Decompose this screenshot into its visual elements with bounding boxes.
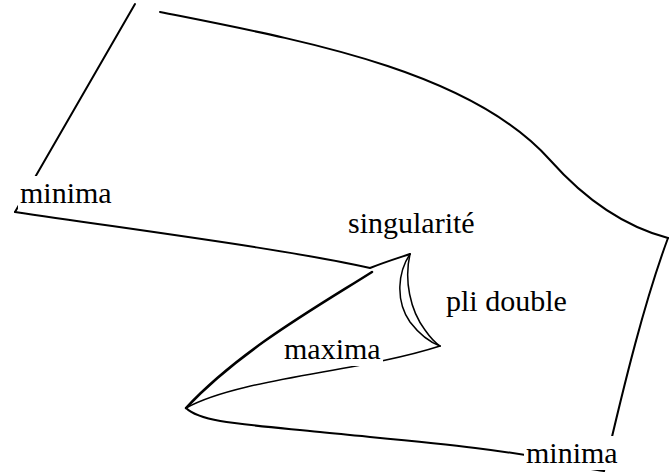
double-fold-b [408,254,440,346]
surface-label: pli double [444,284,569,318]
left-edge [15,4,135,212]
surface-label: maxima [282,332,383,366]
surface-label: minima [524,436,620,470]
double-fold-a [400,254,440,346]
back-edge [160,12,668,238]
surface-label: minima [18,176,114,210]
surface-label: singularité [346,206,477,240]
